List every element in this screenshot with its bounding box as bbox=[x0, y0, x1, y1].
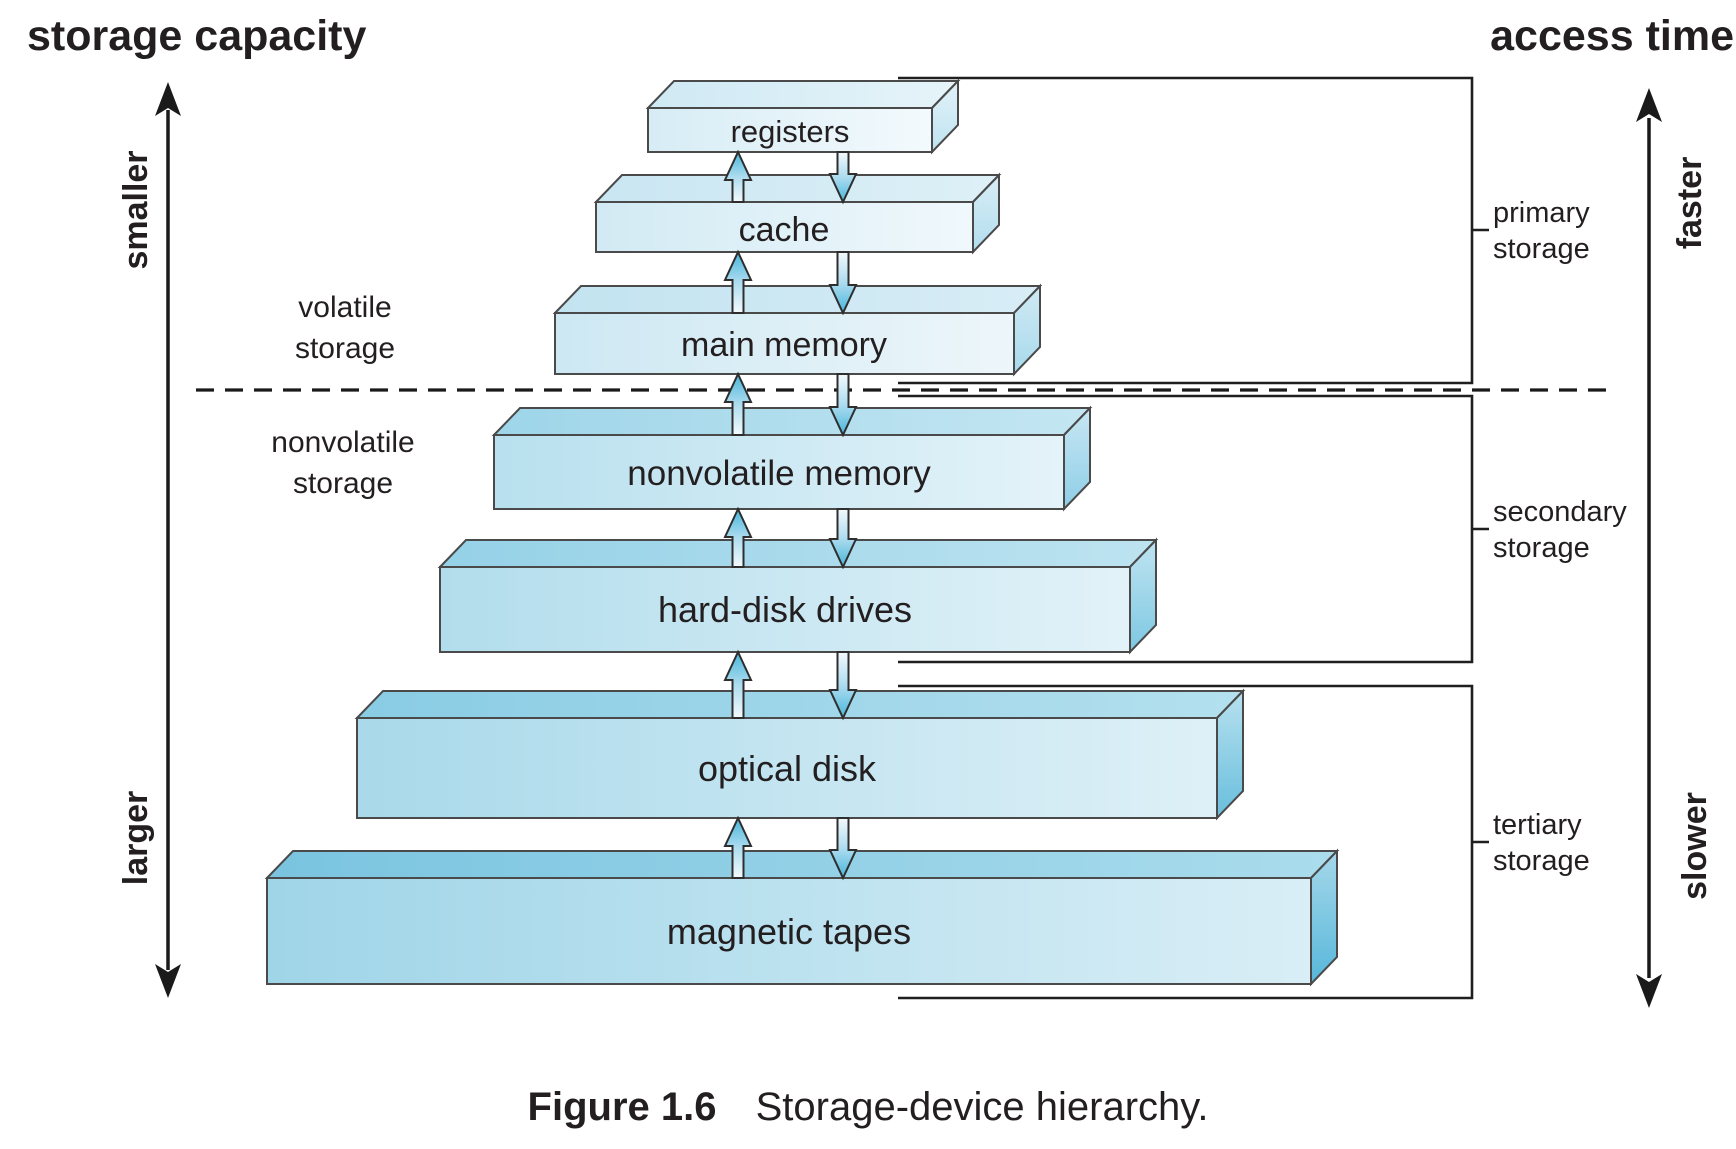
up-arrow-icon bbox=[723, 149, 753, 203]
box-magnetic-tapes-label: magnetic tapes bbox=[667, 911, 911, 952]
box-hard-disk-drives: hard-disk drives bbox=[437, 537, 1159, 655]
up-arrow-icon bbox=[723, 249, 753, 314]
box-cache-label: cache bbox=[739, 211, 830, 249]
box-cache: cache bbox=[593, 172, 1002, 255]
box-hard-disk-drives-front-face bbox=[439, 566, 1131, 653]
larger-axis-label: larger bbox=[117, 791, 155, 886]
box-registers: registers bbox=[645, 78, 961, 155]
slower-axis-label: slower bbox=[1676, 792, 1714, 900]
tertiary-storage-line1: tertiary bbox=[1493, 809, 1582, 841]
primary-storage-line2: storage bbox=[1493, 233, 1590, 265]
down-arrow-icon bbox=[828, 151, 858, 205]
down-arrow-icon bbox=[828, 508, 858, 570]
box-nonvolatile-memory-top-face bbox=[491, 407, 1093, 436]
bracket-primary-storage bbox=[898, 76, 1489, 385]
box-main-memory: main memory bbox=[552, 283, 1043, 377]
box-magnetic-tapes-front-face bbox=[266, 877, 1312, 985]
nonvolatile-storage-label: nonvolatile storage bbox=[271, 426, 414, 500]
box-cache-front-face bbox=[595, 201, 974, 253]
box-main-memory-top-face bbox=[552, 285, 1043, 314]
up-arrow-icon bbox=[723, 649, 753, 719]
figure-caption: Figure 1.6 Storage-device hierarchy. bbox=[528, 1085, 1209, 1129]
figure-caption-text: Storage-device hierarchy. bbox=[756, 1085, 1209, 1129]
box-registers-front-face bbox=[647, 107, 933, 153]
box-hard-disk-drives-label: hard-disk drives bbox=[658, 589, 912, 630]
box-nonvolatile-memory: nonvolatile memory bbox=[491, 405, 1093, 512]
capacity-axis-down-arrowhead-icon bbox=[155, 964, 181, 998]
box-cache-top-face bbox=[593, 174, 1002, 203]
up-arrow-icon bbox=[723, 371, 753, 436]
box-main-memory-front-face bbox=[554, 312, 1015, 375]
up-arrow-icon bbox=[723, 506, 753, 568]
secondary-storage-line2: storage bbox=[1493, 532, 1590, 564]
box-nonvolatile-memory-front-face bbox=[493, 434, 1065, 510]
box-optical-disk-label: optical disk bbox=[698, 748, 877, 789]
transfer-arrows bbox=[723, 149, 858, 881]
box-registers-label: registers bbox=[731, 114, 850, 149]
box-registers-top-face bbox=[645, 80, 961, 109]
box-optical-disk-top-face bbox=[354, 690, 1246, 719]
storage-capacity-title: storage capacity bbox=[27, 12, 366, 60]
tertiary-storage-label: tertiary storage bbox=[1493, 809, 1590, 877]
box-magnetic-tapes-top-face bbox=[264, 850, 1340, 879]
bracket-tertiary-storage bbox=[898, 684, 1489, 1000]
speed-axis bbox=[1636, 88, 1662, 1008]
bracket-secondary-storage bbox=[898, 394, 1489, 664]
nonvolatile-storage-line1: nonvolatile bbox=[271, 426, 414, 459]
box-main-memory-label: main memory bbox=[681, 326, 887, 364]
capacity-axis bbox=[155, 82, 181, 998]
up-arrow-icon bbox=[723, 815, 753, 879]
faster-axis-label: faster bbox=[1671, 157, 1709, 250]
volatile-storage-line2: storage bbox=[295, 332, 395, 365]
box-optical-disk: optical disk bbox=[354, 688, 1246, 821]
primary-storage-line1: primary bbox=[1493, 197, 1590, 229]
box-magnetic-tapes: magnetic tapes bbox=[264, 848, 1340, 987]
access-time-title: access time bbox=[1490, 12, 1734, 60]
speed-axis-up-arrowhead-icon bbox=[1636, 88, 1662, 122]
speed-axis-down-arrowhead-icon bbox=[1636, 974, 1662, 1008]
capacity-axis-up-arrowhead-icon bbox=[155, 82, 181, 116]
secondary-storage-line1: secondary bbox=[1493, 496, 1627, 528]
volatile-storage-line1: volatile bbox=[298, 291, 391, 324]
primary-storage-label: primary storage bbox=[1493, 197, 1590, 265]
smaller-axis-label: smaller bbox=[117, 150, 155, 269]
box-hard-disk-drives-top-face bbox=[437, 539, 1159, 568]
down-arrow-icon bbox=[828, 817, 858, 881]
tertiary-storage-line2: storage bbox=[1493, 845, 1590, 877]
nonvolatile-storage-line2: storage bbox=[293, 467, 393, 500]
down-arrow-icon bbox=[828, 251, 858, 316]
down-arrow-icon bbox=[828, 373, 858, 438]
secondary-storage-label: secondary storage bbox=[1493, 496, 1627, 564]
figure-caption-number: Figure 1.6 bbox=[528, 1085, 717, 1129]
volatile-storage-label: volatile storage bbox=[295, 291, 395, 365]
box-nonvolatile-memory-label: nonvolatile memory bbox=[627, 454, 931, 493]
box-optical-disk-front-face bbox=[356, 717, 1218, 819]
down-arrow-icon bbox=[828, 651, 858, 721]
